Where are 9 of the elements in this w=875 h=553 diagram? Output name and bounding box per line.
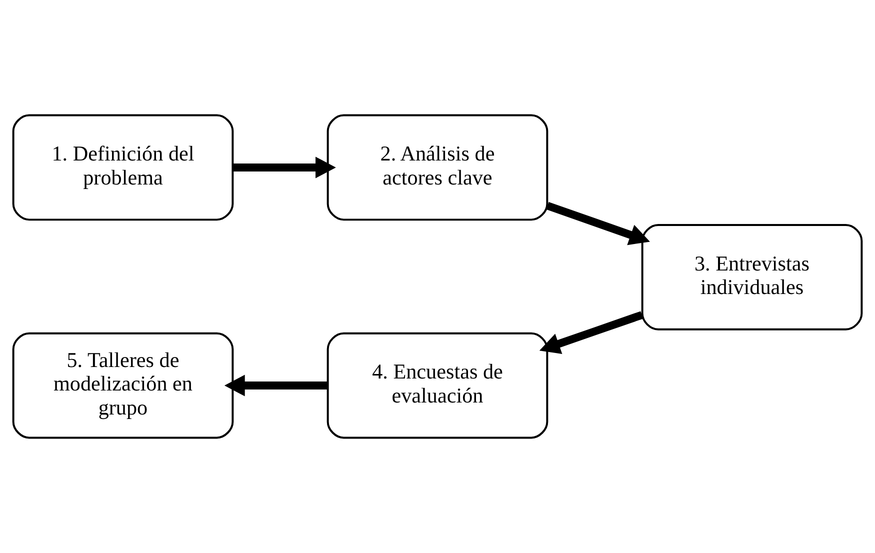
arrow — [224, 374, 328, 396]
arrow — [539, 311, 644, 354]
node-box: 3. Entrevistas individuales — [641, 224, 863, 330]
node-box: 2. Análisis de actores clave — [326, 114, 548, 221]
node-box: 5. Talleres de modelización en grupo — [12, 332, 234, 439]
arrow — [232, 156, 336, 178]
arrow — [546, 202, 650, 246]
node-box: 4. Encuestas de evaluación — [326, 332, 548, 439]
node-box: 1. Definición del problema — [12, 114, 234, 221]
